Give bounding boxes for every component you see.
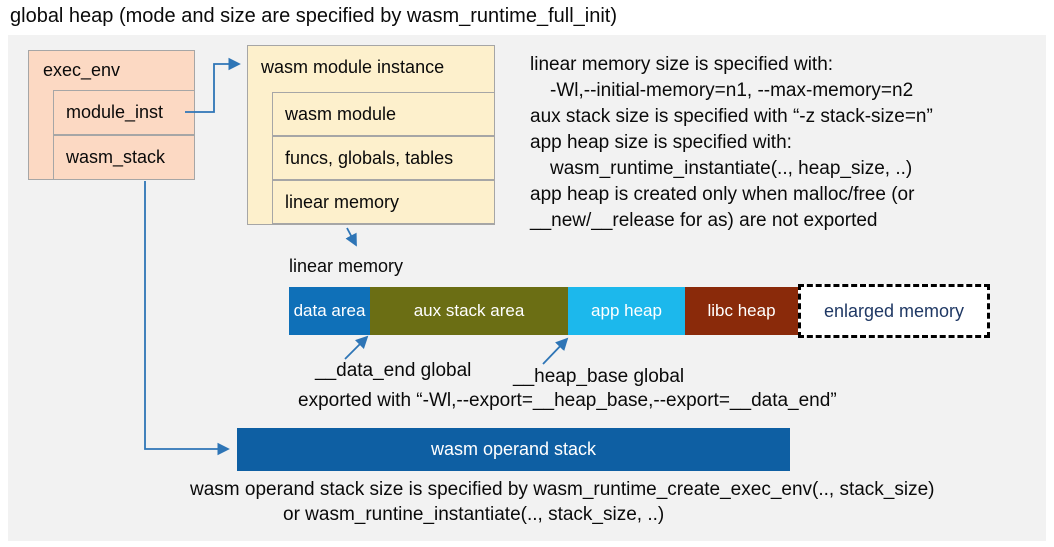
note-line: __new/__release for as) are not exported xyxy=(530,210,878,231)
note-line: -Wl,--initial-memory=n1, --max-memory=n2 xyxy=(550,80,914,101)
linear-memory-field-label: linear memory xyxy=(285,191,400,212)
wasm-stack-label: wasm_stack xyxy=(66,147,166,167)
module-instance-field-funcs-globals-tables: funcs, globals, tables xyxy=(272,136,495,180)
wasm-operand-stack-label: wasm operand stack xyxy=(430,439,597,459)
operand-stack-caption-line2: or wasm_runtine_instantiate(.., stack_si… xyxy=(283,504,665,525)
export-note: exported with “-Wl,--export=__heap_base,… xyxy=(298,390,837,411)
module-instance-field-wasm-module: wasm module xyxy=(272,92,495,136)
note-line: app heap is created only when malloc/fre… xyxy=(530,184,915,205)
segment-data-area: data area xyxy=(289,287,370,335)
note-line: aux stack size is specified with “-z sta… xyxy=(530,106,933,127)
exec-env-field-module-inst: module_inst xyxy=(53,90,195,135)
diagram-title: global heap (mode and size are specified… xyxy=(10,5,617,27)
note-line: linear memory size is specified with: xyxy=(530,54,834,75)
exec-env-field-wasm-stack: wasm_stack xyxy=(53,135,195,180)
funcs-globals-tables-label: funcs, globals, tables xyxy=(285,147,454,168)
module-inst-label: module_inst xyxy=(66,102,164,122)
wasm-operand-stack-box: wasm operand stack xyxy=(237,428,790,471)
heap-base-global-label: __heap_base global xyxy=(513,366,685,387)
segment-libc-heap: libc heap xyxy=(685,287,798,335)
exec-env-title: exec_env xyxy=(43,60,121,80)
segment-enlarged-memory: enlarged memory xyxy=(798,284,990,338)
operand-stack-caption-line1: wasm operand stack size is specified by … xyxy=(190,479,935,500)
memory-size-notes: linear memory size is specified with: -W… xyxy=(530,52,933,234)
linear-memory-bar: data area aux stack area app heap libc h… xyxy=(289,287,798,335)
note-line: app heap size is specified with: xyxy=(530,132,792,153)
linear-memory-bar-label: linear memory xyxy=(289,256,404,276)
note-line: wasm_runtime_instantiate(.., heap_size, … xyxy=(550,158,913,179)
segment-app-heap: app heap xyxy=(568,287,685,335)
module-instance-title: wasm module instance xyxy=(261,57,445,77)
module-instance-field-linear-memory: linear memory xyxy=(272,180,495,224)
wasm-module-label: wasm module xyxy=(285,103,397,124)
segment-aux-stack-area: aux stack area xyxy=(370,287,568,335)
data-end-global-label: __data_end global xyxy=(315,360,472,381)
